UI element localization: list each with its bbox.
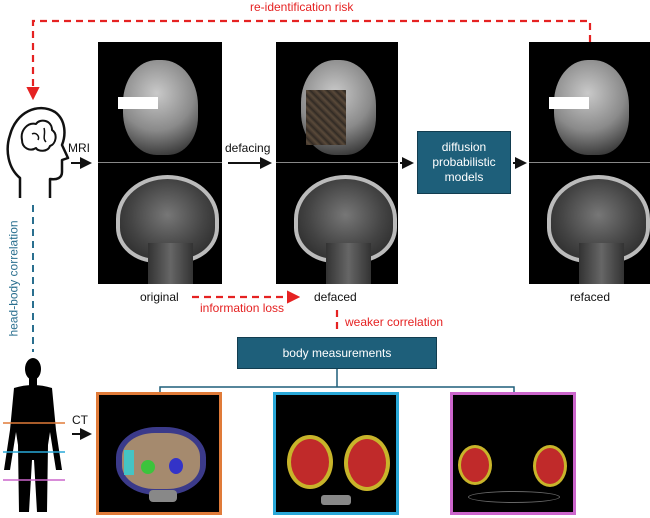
mri-label: MRI xyxy=(68,141,90,155)
measurement-tree xyxy=(159,369,515,393)
reidentification-arrow xyxy=(26,19,592,101)
refaced-label: refaced xyxy=(570,290,611,304)
original-mri-panel xyxy=(98,42,222,284)
information-loss-label: information loss xyxy=(200,301,285,315)
defaced-mri-panel xyxy=(276,42,398,284)
defacing-label: defacing xyxy=(225,141,271,155)
ct-abdomen-panel xyxy=(96,392,222,515)
reidentification-risk-label: re-identification risk xyxy=(250,0,354,14)
diffusion-models-box: diffusion probabilistic models xyxy=(417,131,511,194)
weaker-correlation-label: weaker correlation xyxy=(345,315,444,329)
ct-lower-leg-panel xyxy=(450,392,576,515)
human-body-silhouette xyxy=(4,358,62,512)
ct-label: CT xyxy=(72,413,88,427)
anonymization-bar xyxy=(118,97,158,109)
refaced-mri-panel xyxy=(529,42,650,284)
original-label: original xyxy=(140,290,179,304)
head-body-correlation-label: head-body correlation xyxy=(6,220,21,337)
anonymization-bar xyxy=(549,97,589,109)
head-brain-icon xyxy=(6,106,70,198)
ct-thigh-panel xyxy=(273,392,399,515)
body-measurements-box: body measurements xyxy=(237,337,437,369)
defaced-label: defaced xyxy=(314,290,357,304)
